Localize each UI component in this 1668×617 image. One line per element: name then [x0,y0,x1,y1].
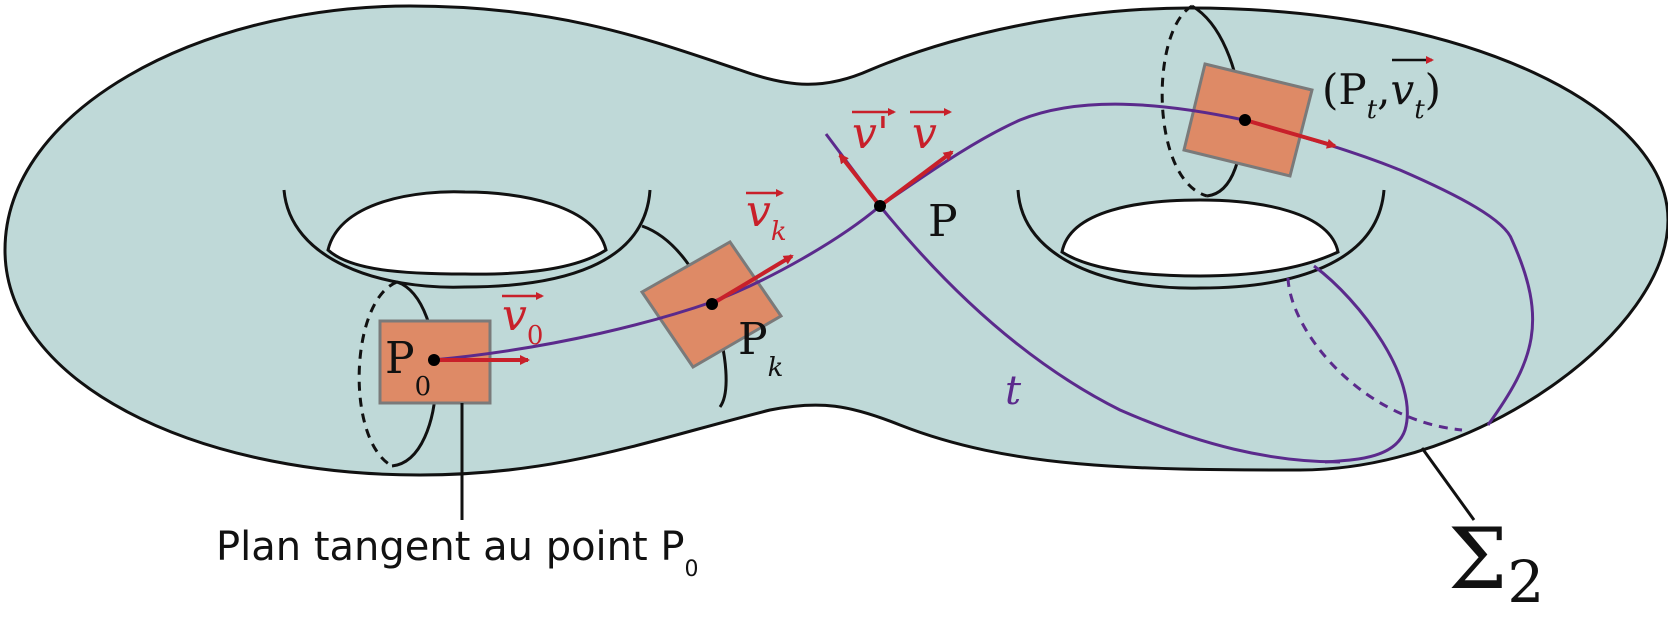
label-vprime: v' [852,108,889,159]
label-v0: v0 [502,290,543,351]
point-p0-dot [428,354,440,366]
left-hole [326,190,608,276]
point-p-dot [874,200,886,212]
right-hole-lower-rim [1016,189,1386,290]
vector-vt-arrow [1244,118,1337,149]
label-pt-vt: (Pt,vt) [1322,65,1441,125]
left-hole-lower-rim [282,189,652,289]
geodesic-return-path [878,205,1341,464]
surface-body [3,4,1668,477]
label-pk: Pk [738,314,783,383]
lower-right-loop-back [1286,277,1463,432]
right-hole [1060,198,1340,278]
label-v: v [912,108,937,159]
label-vk: vk [746,186,787,247]
lower-right-loop-front [1313,264,1409,464]
vector-v-arrow [878,150,954,208]
point-pt-dot [1239,114,1251,126]
vector-vk-arrow [710,254,794,306]
vector-vprime-arrow [838,153,882,208]
label-t: t [1005,368,1022,414]
sigma-leader-line [1420,447,1476,521]
point-pk-dot [706,298,718,310]
caption-tangent-plane: Plan tangent au point P0 [216,524,699,582]
label-p0: P0 [385,333,431,402]
label-sigma: Σ2 [1448,510,1544,616]
label-p: P [928,196,958,247]
left-loop-back [357,280,398,468]
top-right-loop-back [1160,4,1208,198]
